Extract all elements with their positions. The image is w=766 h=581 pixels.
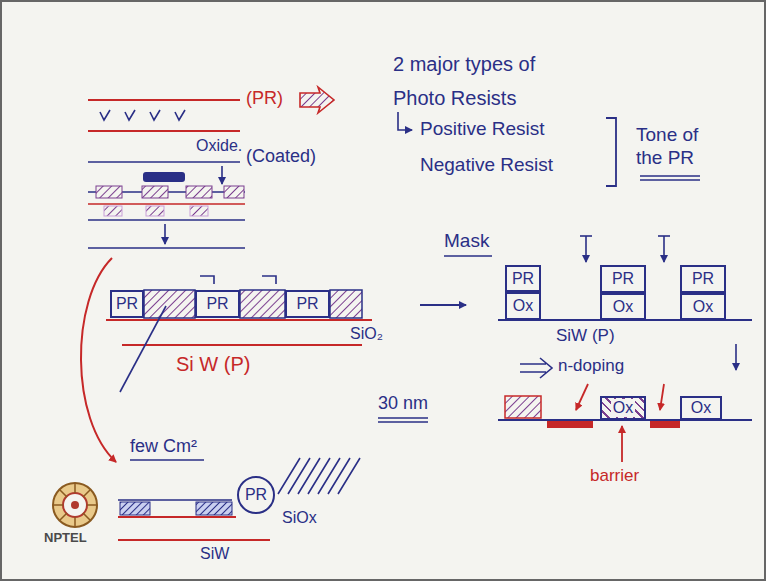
box-text: PR bbox=[206, 295, 228, 313]
layer-box: PR bbox=[505, 265, 541, 292]
bracket-note: Tone of the PR bbox=[636, 124, 708, 170]
layer-box: PR bbox=[600, 265, 646, 293]
box-text: Ox bbox=[691, 399, 711, 417]
resist-type: Positive Resist bbox=[420, 118, 545, 141]
area-note: few Cm² bbox=[130, 436, 197, 458]
process-note: (PR) bbox=[246, 88, 283, 110]
layer-box: Ox bbox=[680, 293, 726, 320]
layer-label: SiOx bbox=[282, 508, 317, 527]
layer-label: SiO₂ bbox=[350, 324, 383, 343]
layer-box: PR bbox=[285, 290, 330, 318]
resist-type: Negative Resist bbox=[420, 154, 553, 177]
layer-box: PR bbox=[195, 290, 240, 318]
layer-box: PR bbox=[110, 290, 144, 318]
process-note: n-doping bbox=[558, 356, 624, 376]
wafer-label: SiW (P) bbox=[556, 326, 615, 346]
layer-box: Ox bbox=[680, 396, 722, 420]
layer-box: Ox bbox=[600, 396, 646, 420]
box-text: PR bbox=[296, 295, 318, 313]
heading-text: Photo Resists bbox=[393, 86, 516, 110]
box-text: Ox bbox=[613, 298, 633, 316]
box-text: PR bbox=[245, 486, 267, 504]
box-text: PR bbox=[512, 270, 534, 288]
box-text: PR bbox=[612, 270, 634, 288]
box-text: Ox bbox=[693, 298, 713, 316]
box-text: Ox bbox=[611, 399, 635, 417]
mask-label: Mask bbox=[444, 230, 489, 253]
resist-circle: PR bbox=[237, 476, 275, 514]
process-note: (Coated) bbox=[246, 146, 316, 168]
box-text: PR bbox=[692, 270, 714, 288]
layer-label: SiW bbox=[200, 544, 229, 563]
layer-box: Ox bbox=[505, 292, 541, 320]
box-text: PR bbox=[116, 295, 138, 313]
layer-box: Ox bbox=[600, 293, 646, 320]
callout-label: barrier bbox=[590, 466, 639, 486]
heading-text: 2 major types of bbox=[393, 52, 535, 76]
layer-box: PR bbox=[680, 265, 726, 293]
dimension-label: 30 nm bbox=[378, 393, 428, 415]
wafer-label: Si W (P) bbox=[176, 352, 250, 376]
box-text: Ox bbox=[513, 297, 533, 315]
logo-text: NPTEL bbox=[44, 530, 87, 546]
layer-label: Oxide. bbox=[196, 136, 242, 155]
